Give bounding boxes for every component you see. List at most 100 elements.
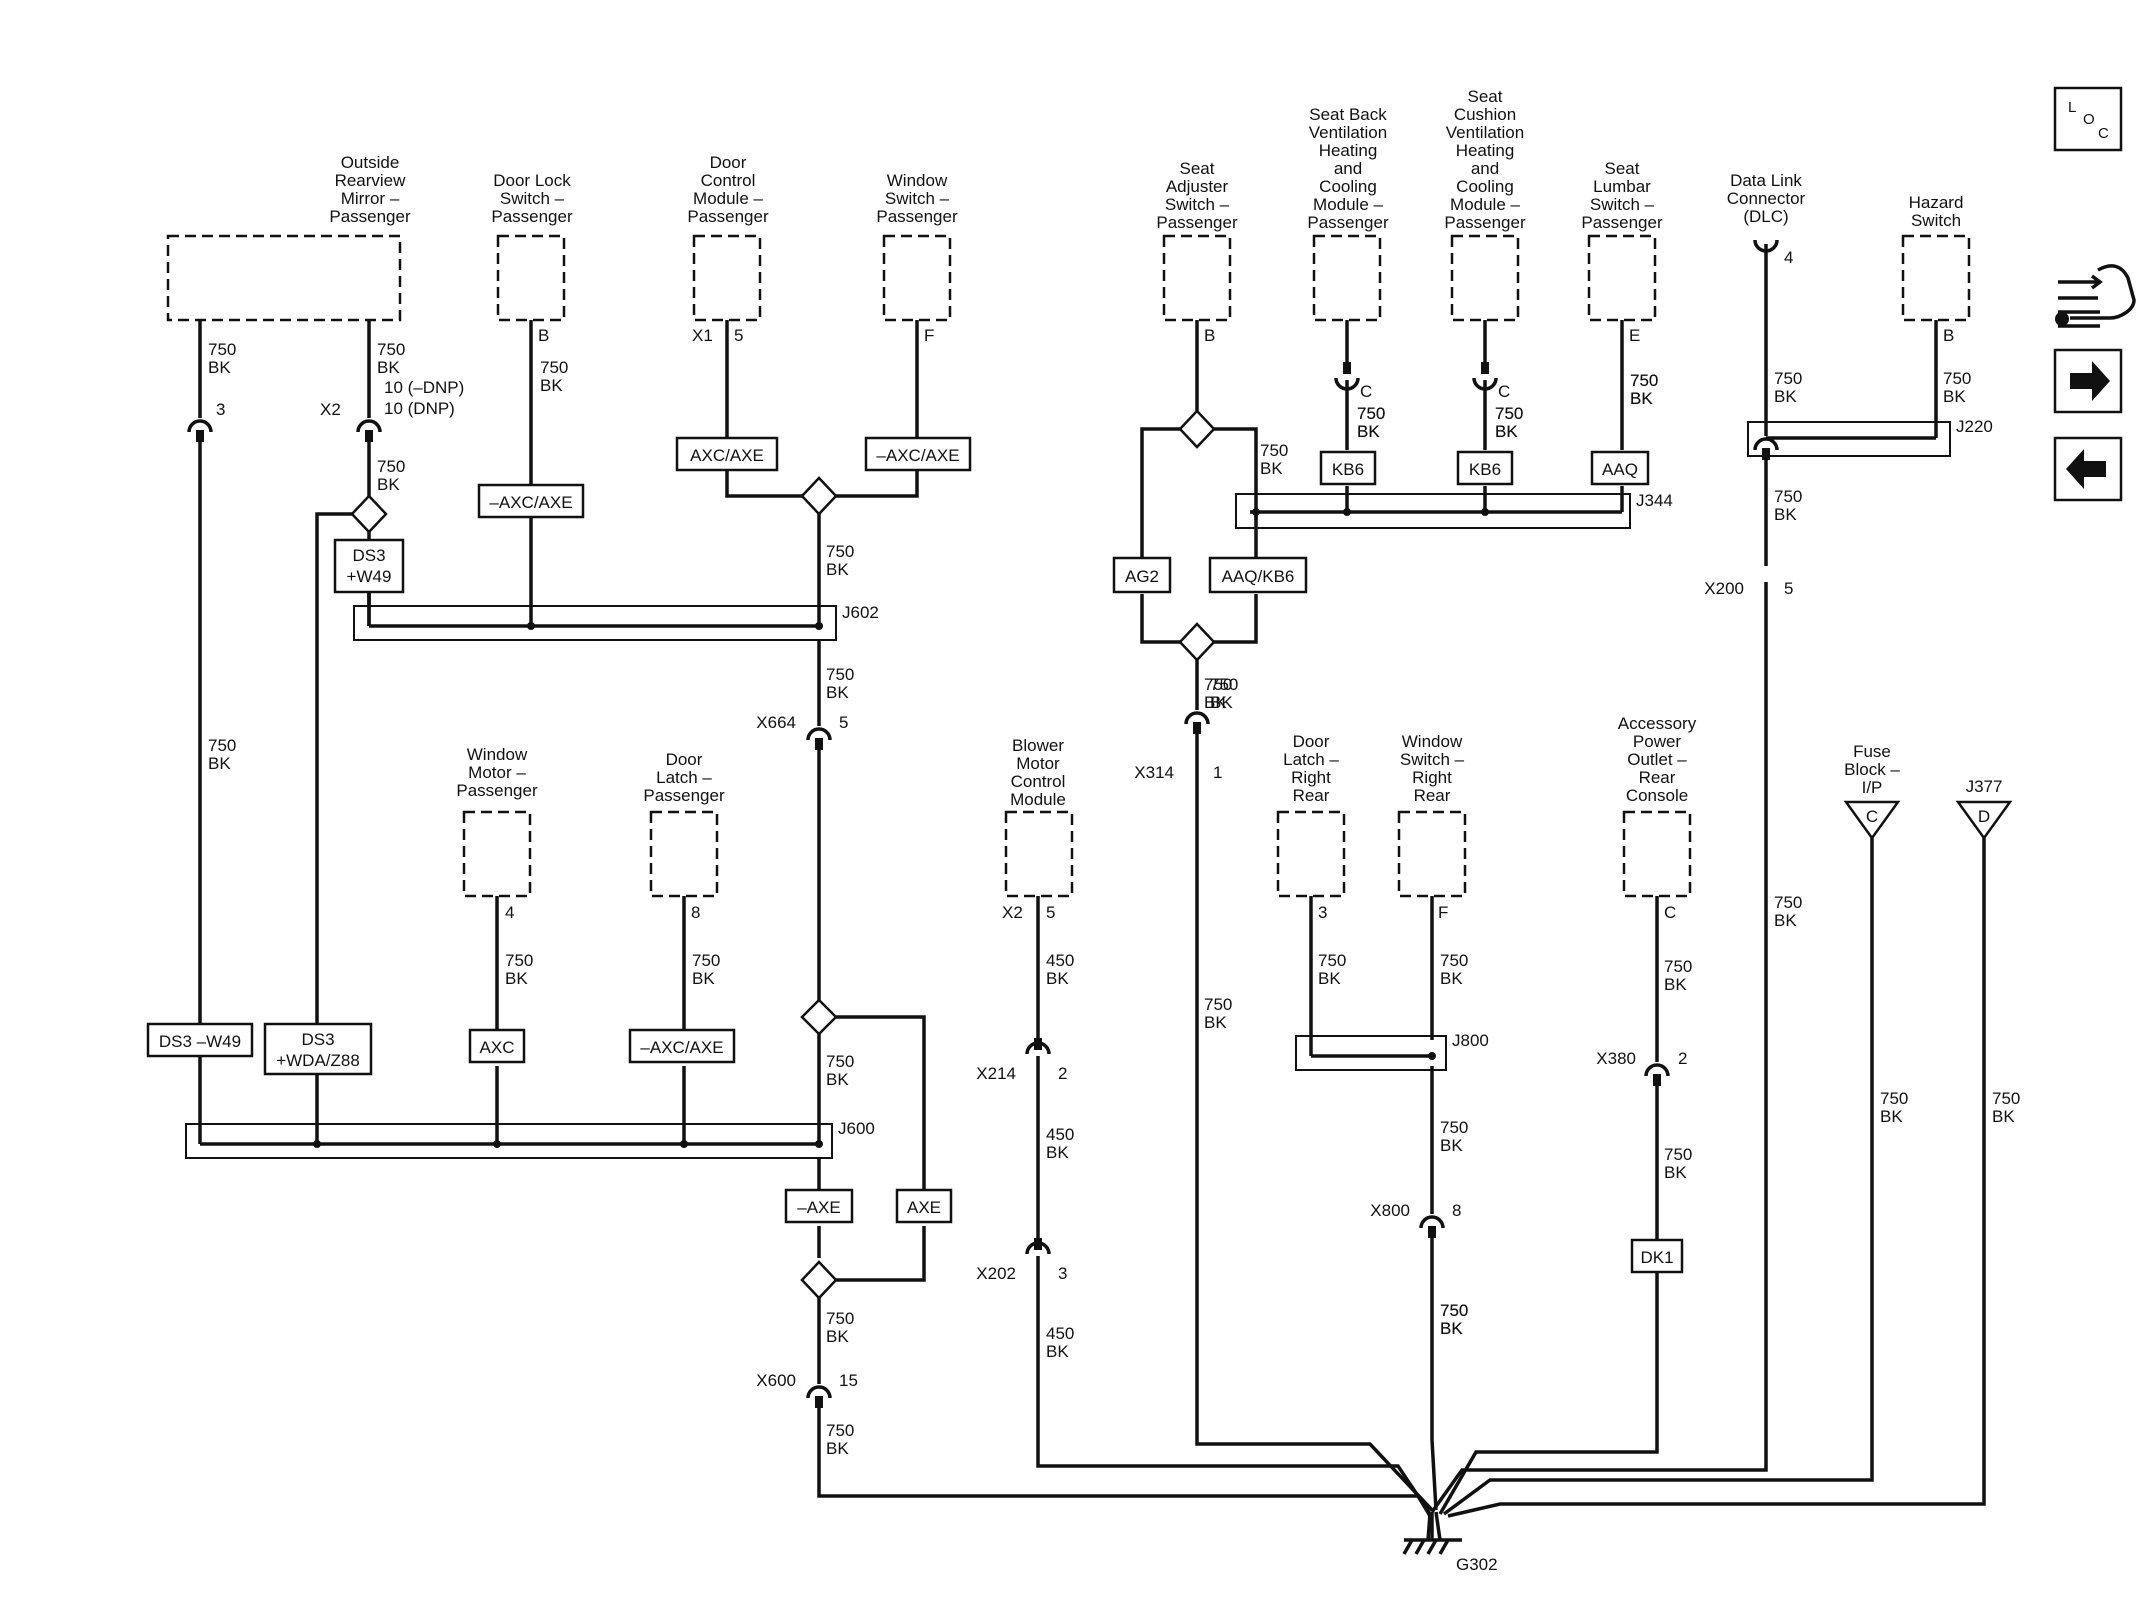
splice-pack-j602 bbox=[353, 605, 837, 641]
pin-dcm: 5 bbox=[734, 326, 743, 345]
option-box-axc bbox=[468, 1028, 526, 1064]
wire-label-line: BK bbox=[1357, 422, 1380, 441]
component-label-line: Console bbox=[1626, 786, 1688, 805]
component-door-control-module bbox=[692, 234, 762, 322]
connector-arc-x664 bbox=[806, 727, 832, 741]
pin-mirror-dnp-b: 10 (DNP) bbox=[384, 399, 455, 418]
option-kb6-a: KB6 bbox=[1332, 460, 1364, 479]
component-label-line: Fuse bbox=[1853, 742, 1891, 761]
wire-label-line: 750 bbox=[377, 457, 405, 476]
component-label-line: Hazard bbox=[1909, 193, 1964, 212]
wire-label-line: 750 bbox=[540, 358, 568, 377]
source-triangles: C D bbox=[1843, 800, 2013, 841]
component-label-line: Adjuster bbox=[1166, 177, 1229, 196]
component-outside-rearview-mirror bbox=[166, 234, 402, 322]
splice-j600-name: J600 bbox=[838, 1119, 875, 1138]
component-label-line: Data Link bbox=[1730, 171, 1802, 190]
next-page-arrow-icon[interactable] bbox=[2053, 348, 2123, 414]
component-label-line: Control bbox=[701, 171, 756, 190]
component-label-line: Passenger bbox=[1444, 213, 1526, 232]
splice-dots bbox=[313, 508, 1489, 1148]
component-seat-back-module bbox=[1312, 234, 1382, 322]
component-label-line: Door bbox=[710, 153, 747, 172]
component-seat-lumbar-switch bbox=[1587, 234, 1657, 322]
component-label-line: Passenger bbox=[1156, 213, 1238, 232]
option-axc-axe: AXC/AXE bbox=[690, 446, 764, 465]
loc-icon[interactable]: L O C bbox=[2053, 86, 2123, 152]
pin-seat-cushion: C bbox=[1498, 382, 1510, 401]
wire-label-line: 750 bbox=[1210, 675, 1238, 694]
component-label-line: I/P bbox=[1862, 778, 1883, 797]
component-label-line: Latch – bbox=[1283, 750, 1339, 769]
wire-label-line: BK bbox=[1357, 422, 1380, 441]
connector-x200-name: X200 bbox=[1704, 579, 1744, 598]
wire-label-line: 750 bbox=[208, 736, 236, 755]
branch-diamond-axe-upper bbox=[800, 998, 838, 1036]
wire-label-line: BK bbox=[1204, 693, 1227, 712]
connector-x664-name: X664 bbox=[756, 713, 796, 732]
previous-page-arrow-icon[interactable] bbox=[2053, 436, 2123, 502]
wire-label-line: 450 bbox=[1046, 1324, 1074, 1343]
connector-x200-pin: 5 bbox=[1784, 579, 1793, 598]
pin-seat-lumbar: E bbox=[1629, 326, 1640, 345]
connector-arc-x380 bbox=[1644, 1063, 1670, 1077]
wire-label-line: 750 bbox=[1204, 675, 1232, 694]
connector-arc-seatcush bbox=[1472, 377, 1498, 391]
pin-blower-x2: X2 bbox=[1002, 903, 1023, 922]
wire-label-line: BK bbox=[1495, 422, 1518, 441]
wire-label-line: BK bbox=[1774, 911, 1797, 930]
component-label-line: Passenger bbox=[329, 207, 411, 226]
wire-label-line: BK bbox=[1880, 1107, 1903, 1126]
component-label-line: Latch – bbox=[656, 768, 712, 787]
option-box-aaq bbox=[1590, 450, 1650, 486]
wire-label-line: BK bbox=[826, 683, 849, 702]
component-label-line: J377 bbox=[1966, 777, 2003, 796]
pin-blower: 5 bbox=[1046, 903, 1055, 922]
ground-g302: G302 bbox=[1402, 1511, 1498, 1574]
wire-label-line: 750 bbox=[1440, 1301, 1468, 1320]
connector-x380-name: X380 bbox=[1596, 1049, 1636, 1068]
loc-icon-c: C bbox=[2098, 125, 2109, 142]
option-ds3-w49-line2: +W49 bbox=[347, 567, 392, 586]
connector-arc-mirror-3 bbox=[187, 419, 213, 433]
wire-label-line: BK bbox=[826, 1327, 849, 1346]
component-label-line: Right bbox=[1412, 768, 1452, 787]
component-label-line: Switch – bbox=[1400, 750, 1465, 769]
wire-label-line: BK bbox=[1440, 1319, 1463, 1338]
branch-diamond-seat-upper bbox=[1178, 409, 1216, 449]
component-seat-adjuster-switch bbox=[1162, 234, 1232, 322]
connector-arc-seatback bbox=[1334, 377, 1360, 391]
wire-label-line: BK bbox=[505, 969, 528, 988]
pin-seat-adjuster: B bbox=[1204, 326, 1215, 345]
splice-pack-j220 bbox=[1747, 421, 1951, 457]
pin-seat-back: C bbox=[1360, 382, 1372, 401]
wire-label-line: 750 bbox=[505, 951, 533, 970]
connector-arcs bbox=[187, 239, 1779, 1408]
option-ds3-wda-line1: DS3 bbox=[301, 1030, 334, 1049]
pin-fuse: C bbox=[1866, 807, 1878, 826]
wire-label-line: BK bbox=[1774, 505, 1797, 524]
wire-label-line: BK bbox=[1046, 1342, 1069, 1361]
connector-x800-pin: 8 bbox=[1452, 1201, 1461, 1220]
component-label-line: Heating bbox=[1456, 141, 1515, 160]
wire-label-line: 750 bbox=[377, 340, 405, 359]
connector-end-view-icon[interactable] bbox=[2055, 264, 2136, 328]
wire-label-line: 750 bbox=[1630, 371, 1658, 390]
pin-latch-rr: 3 bbox=[1318, 903, 1327, 922]
component-label-line: Rear bbox=[1293, 786, 1330, 805]
